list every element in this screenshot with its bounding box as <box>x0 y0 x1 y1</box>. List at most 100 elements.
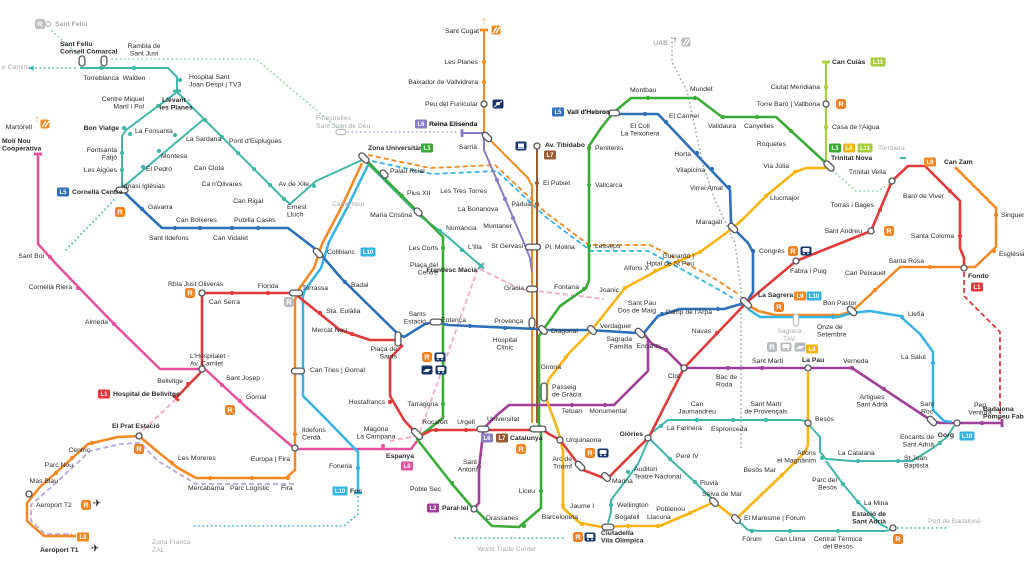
badge-r-23: R <box>573 532 583 542</box>
station-can-vidalet <box>229 225 235 231</box>
station-label-ca-n-olivares: Ca n'Olivares <box>201 181 242 188</box>
station-hospital-sant-joan-despi-tv3 <box>177 77 183 83</box>
station-glories <box>644 434 652 442</box>
svg-text:R: R <box>895 534 901 543</box>
svg-text:Llevant -: Llevant - <box>162 97 190 104</box>
station-virrei-amat <box>726 184 732 190</box>
svg-text:Can Peixauet: Can Peixauet <box>845 270 886 277</box>
station-can-clota <box>235 150 241 156</box>
station-label-la-fonsanta: La Fonsanta <box>135 128 173 135</box>
line-l1 <box>175 164 966 480</box>
line-dots-zal <box>191 496 359 527</box>
line-dash-l10-central <box>371 160 734 299</box>
badge-l9-6: L9 <box>77 532 89 542</box>
station-sant-feliu-consell-comarcal <box>78 55 86 67</box>
svg-text:Sant Adrià: Sant Adrià <box>903 441 935 448</box>
station-label-marina: Marina <box>612 478 633 485</box>
svg-text:Mas Blau: Mas Blau <box>30 478 59 485</box>
svg-text:Roquetes: Roquetes <box>757 141 787 148</box>
svg-text:Poblenou: Poblenou <box>656 506 685 513</box>
station-label-can-vidalet: Can Vidalet <box>213 235 248 242</box>
plane-icon: ✈ <box>91 544 99 555</box>
station-bogatell <box>625 523 631 529</box>
svg-text:R: R <box>575 532 581 541</box>
station-label-drassanes: Drassanes <box>486 515 519 522</box>
svg-text:La Teixonera: La Teixonera <box>621 130 660 137</box>
svg-text:Onze de: Onze de <box>817 324 843 331</box>
station-sant-marti <box>759 365 765 371</box>
station-ciutadella-vila-olimpica <box>601 523 615 531</box>
station-hospital-clinic <box>502 325 508 331</box>
station-can-serra <box>229 290 235 296</box>
badge-r-24: R <box>422 352 432 362</box>
line-dots-top <box>111 58 341 131</box>
station-trinitat-nova <box>823 160 835 172</box>
station-label-zona-universitaria: Zona Universitària <box>368 145 428 152</box>
svg-text:↑: ↑ <box>673 34 678 44</box>
svg-text:Can: Can <box>691 401 704 408</box>
badge-l1-3: L1 <box>98 389 110 399</box>
map-label: Martorell <box>6 124 33 131</box>
station-cornella-riera <box>75 285 81 291</box>
station-santa-coloma <box>957 233 963 239</box>
station-label-can-clota: Can Clota <box>194 165 224 172</box>
station-label-horta: Horta <box>674 151 691 158</box>
map-label: Cornellà Centre <box>72 189 123 196</box>
station-label-av-de-xile: Av de Xile <box>279 181 310 188</box>
svg-text:Cèntric: Cèntric <box>68 447 90 454</box>
station-label-gracia: Gràcia <box>504 285 524 292</box>
svg-text:Canyelles: Canyelles <box>744 123 774 130</box>
svg-text:Mundet: Mundet <box>690 86 713 93</box>
svg-text:Pere IV: Pere IV <box>676 453 699 460</box>
line-l3 <box>361 96 828 529</box>
station-label-universitat: Universitat <box>487 416 519 423</box>
svg-text:Vilapicina: Vilapicina <box>676 167 705 174</box>
station-label-canyelles: Canyelles <box>744 123 774 130</box>
svg-text:Florida: Florida <box>258 283 279 290</box>
svg-text:Fontsanta: Fontsanta <box>87 147 117 154</box>
svg-text:Av de Xile: Av de Xile <box>279 181 310 188</box>
station-el-prat-estacio <box>135 432 143 440</box>
station-label-verdaguer: Verdaguer <box>600 323 632 330</box>
map-label: Can Zam <box>944 159 973 166</box>
line-l9-nord <box>747 169 998 317</box>
station-label-monumental: Monumental <box>589 408 627 415</box>
station-onze-de-setembre <box>830 314 836 320</box>
badge-l2-19: L2 <box>427 503 439 513</box>
station-mas-blau <box>53 470 59 476</box>
svg-text:Trinitat Nova: Trinitat Nova <box>831 155 872 162</box>
svg-text:El Putxet: El Putxet <box>543 180 570 187</box>
station-trinitat-vella <box>888 177 896 185</box>
svg-text:Ciutadella: Ciutadella <box>601 530 634 537</box>
station-label-torras-i-bages: Torras i Bages <box>831 202 875 209</box>
svg-text:Wellington: Wellington <box>617 502 649 509</box>
station-label-el-pedro: El Pedró <box>146 166 172 173</box>
station-liceu <box>538 488 544 494</box>
station-francesc-macia <box>477 262 485 270</box>
station-label-hostafrancs: Hostafrancs <box>349 399 386 406</box>
station-les-moreres <box>169 460 175 466</box>
badge-rg-40: R <box>767 342 777 352</box>
station-label-via-julia: Via Júlia <box>763 163 789 170</box>
map-label: TAV <box>783 336 796 343</box>
line-fgc-l6 <box>462 132 533 273</box>
svg-text:Penitents: Penitents <box>595 145 624 152</box>
badge-l6-14: L6 <box>481 433 493 443</box>
badge-r-25: R <box>134 444 144 454</box>
svg-text:Sant Adrià: Sant Adrià <box>852 518 886 525</box>
station-santa-rosa <box>927 264 933 270</box>
station-la-farinera <box>658 423 664 429</box>
svg-text:Barceloneta: Barceloneta <box>542 514 578 521</box>
svg-text:Pont d'Esplugues: Pont d'Esplugues <box>229 138 282 145</box>
svg-text:Ernest: Ernest <box>287 204 307 211</box>
station-girona <box>563 354 569 360</box>
svg-text:Can Vidalet: Can Vidalet <box>213 235 248 242</box>
svg-text:R: R <box>117 207 123 216</box>
svg-text:Les Planes: Les Planes <box>444 59 478 66</box>
svg-text:Aeroport T2: Aeroport T2 <box>36 502 72 509</box>
station-label-espronceda: Espronceda <box>711 426 747 433</box>
